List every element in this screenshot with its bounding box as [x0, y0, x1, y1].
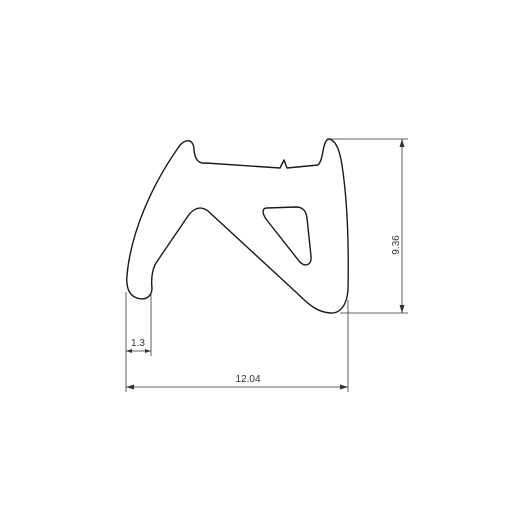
height-arrow-top [399, 139, 405, 147]
seal-hollow-chamber [262, 206, 312, 266]
width-arrow-left [126, 384, 134, 390]
height-arrow-bottom [399, 305, 405, 313]
lip-arrow-right [145, 349, 151, 353]
lip-dimension-label: 1.3 [131, 338, 145, 349]
width-arrow-right [340, 384, 348, 390]
width-dimension-label: 12.04 [235, 374, 260, 385]
height-dimension-label: 9.36 [391, 235, 402, 255]
lip-arrow-left [126, 349, 132, 353]
seal-profile-outline [126, 138, 349, 314]
